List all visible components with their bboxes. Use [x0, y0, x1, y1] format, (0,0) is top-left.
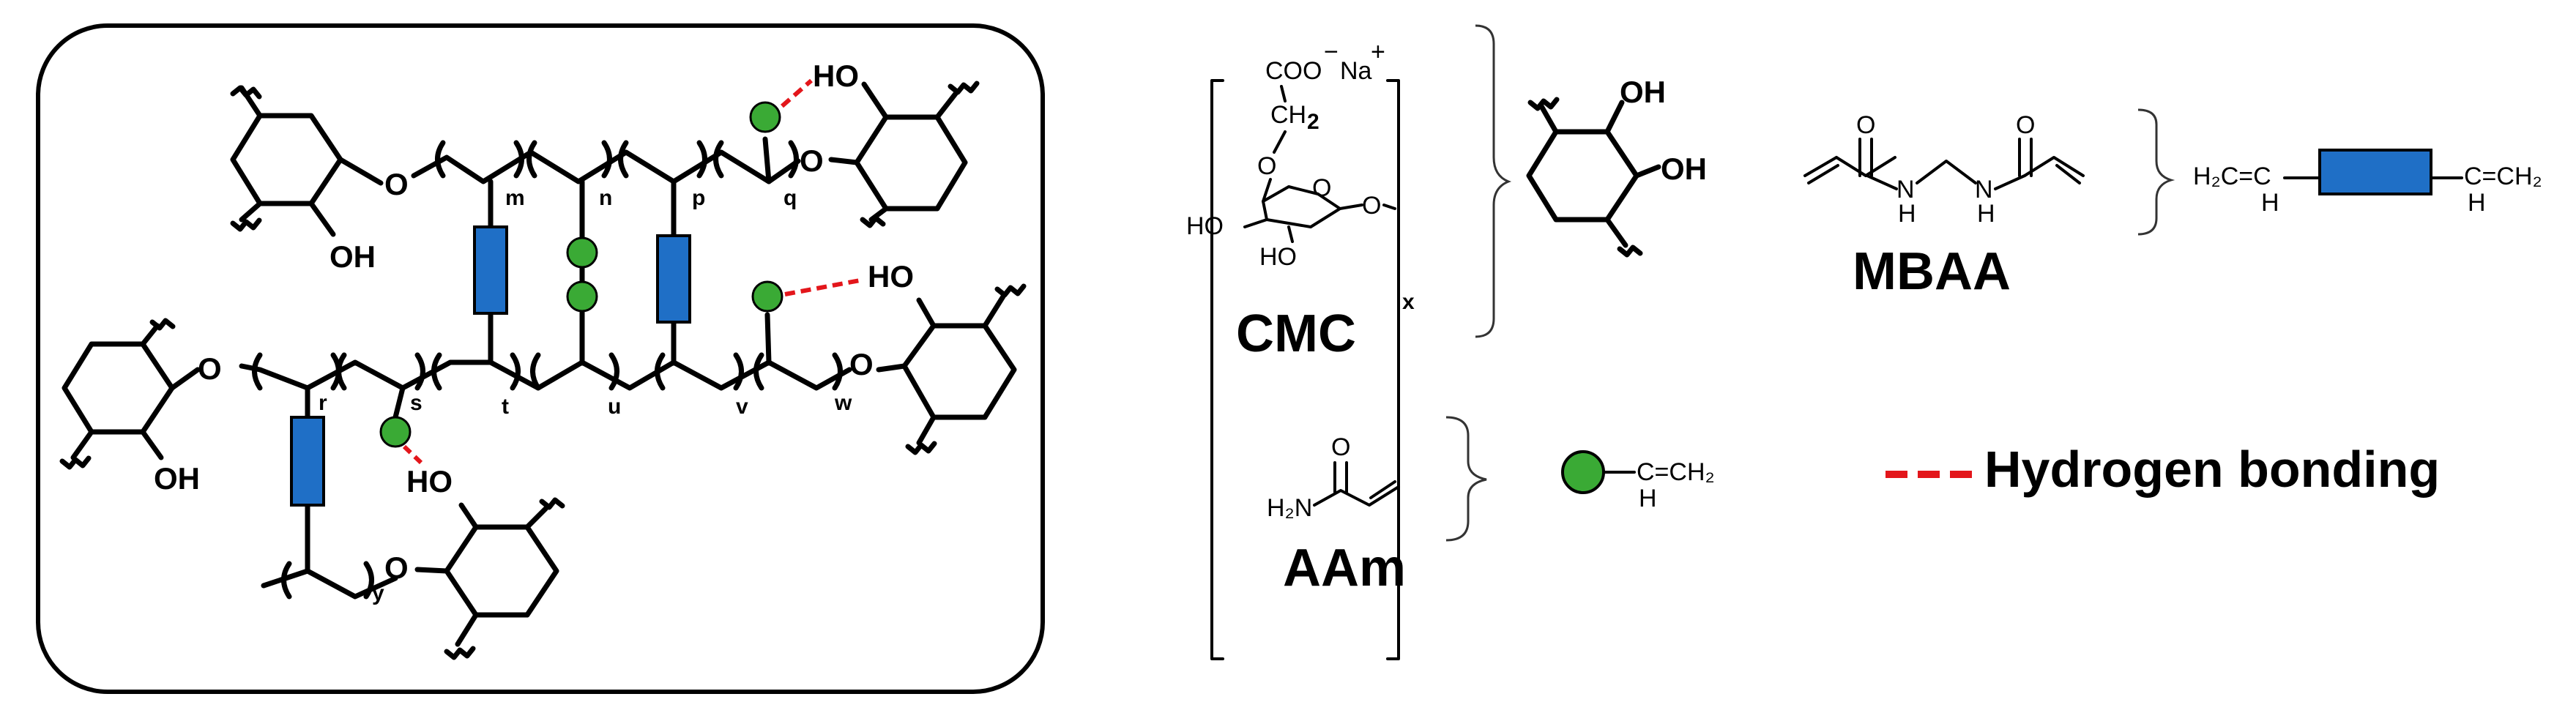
aam-bead-5 [379, 416, 412, 448]
hbond-3 [402, 444, 423, 465]
oxygen-o1: O [384, 167, 409, 201]
mbaa-h-left: H [1898, 200, 1916, 228]
cmc-ho-bottom: HO [1259, 243, 1297, 271]
hbond-1 [781, 78, 813, 108]
cmc-brace [1475, 24, 1512, 338]
mbaa-block-3 [290, 416, 325, 507]
cyclohexane-mid-right [876, 283, 1027, 455]
mbaa-n-left: N [1896, 176, 1915, 204]
cmc-repeat-x: x [1402, 290, 1415, 314]
cmc-ch2: CH [1270, 101, 1306, 129]
bottom-chain [261, 561, 398, 600]
cmc-unit-ring [1526, 97, 1661, 258]
mbaa-symbol-right: C=CH₂ [2464, 163, 2542, 190]
subscript-w: w [834, 391, 852, 415]
aam-symbol: C=CH₂ H [1561, 450, 1715, 512]
hydroxyl-top-left: OH [330, 239, 376, 274]
hydroxyl-top-right: HO [813, 59, 859, 93]
hydroxyl-mid-left: OH [154, 461, 200, 496]
aam-symbol-bead [1561, 450, 1605, 494]
legend: Hydrogen bonding [1886, 441, 2440, 498]
mbaa-block-1 [473, 225, 508, 315]
subscript-r: r [319, 391, 327, 415]
cyclohexane-mid-left [59, 318, 201, 470]
aam-o: O [1331, 433, 1350, 461]
subscript-t: t [502, 395, 509, 419]
mbaa-structure: O N H N H O MBAA [1803, 111, 2085, 301]
aam-symbol-h: H [1639, 485, 1657, 512]
subscript-m: m [505, 186, 525, 210]
mbaa-brace [2137, 108, 2175, 236]
mbaa-label: MBAA [1853, 242, 2011, 301]
oxygen-o4: O [849, 347, 874, 381]
crosslinks [473, 179, 691, 365]
legend-hydrogen-bonding: Hydrogen bonding [1984, 441, 2440, 498]
aam-label: AAm [1283, 539, 1406, 597]
cyclohexane-top-right [828, 81, 980, 228]
cmc-unit-oh-lower: OH [1661, 152, 1707, 186]
hydroxyl-bottom: HO [406, 464, 453, 499]
mbaa-symbol-left-h: H [2261, 189, 2279, 217]
subscript-y: y [372, 581, 384, 605]
network-frame [36, 23, 1045, 694]
top-chain [411, 140, 801, 184]
mbaa-block-2 [656, 234, 691, 324]
mbaa-o-right: O [2016, 111, 2035, 139]
cmc-charge-plus: + [1371, 38, 1385, 66]
mbaa-symbol-block [2318, 149, 2432, 195]
aam-structure: O H₂N AAm [1267, 433, 1406, 597]
subscript-u: u [608, 395, 621, 419]
cmc-structure: COO − Na + CH 2 O O O HO HO x CMC [1186, 38, 1415, 660]
aam-nh2: H₂N [1267, 494, 1312, 522]
cmc-carboxylate: COO [1265, 57, 1322, 85]
oxygen-o5: O [384, 550, 409, 585]
oxygen-o2: O [800, 143, 824, 178]
network-panel: O OH m n p q O HO [36, 23, 1045, 694]
mbaa-symbol-right-h: H [2468, 189, 2486, 217]
subscript-q: q [783, 186, 797, 210]
subscript-p: p [692, 186, 705, 210]
aam-bead-4 [751, 280, 783, 313]
aam-bead-3 [749, 101, 781, 133]
mbaa-symbol: H₂C=C H C=CH₂ H [2193, 149, 2542, 217]
mbaa-o-left: O [1856, 111, 1875, 139]
cmc-chain-o: O [1257, 152, 1276, 180]
subscript-s: s [410, 391, 422, 415]
aam-symbol-text: C=CH₂ [1637, 458, 1715, 486]
middle-chain [239, 352, 852, 391]
cmc-ch2-sub: 2 [1307, 110, 1319, 134]
mbaa-symbol-left: H₂C=C [2193, 163, 2271, 190]
cmc-link-o: O [1362, 192, 1381, 220]
aam-bead-1 [566, 236, 598, 269]
cyclohexane-top-left [230, 85, 384, 237]
mbaa-n-right: N [1975, 176, 1993, 204]
cmc-ring-o: O [1312, 174, 1331, 202]
cyclohexane-bottom [414, 497, 565, 660]
cmc-ho-left: HO [1186, 212, 1224, 240]
hbond-2 [784, 277, 865, 296]
oxygen-o3: O [198, 351, 222, 386]
subscript-n: n [599, 186, 612, 210]
cmc-label: CMC [1236, 305, 1356, 363]
subscript-v: v [736, 395, 748, 419]
cmc-charge-minus: − [1324, 38, 1339, 66]
hydroxyl-mid-right: HO [868, 259, 914, 294]
mbaa-h-right: H [1977, 200, 1995, 228]
aam-brace [1445, 416, 1487, 542]
cmc-unit-oh-upper: OH [1620, 75, 1666, 109]
aam-bead-2 [566, 280, 598, 313]
cmc-sodium: Na [1340, 57, 1372, 85]
